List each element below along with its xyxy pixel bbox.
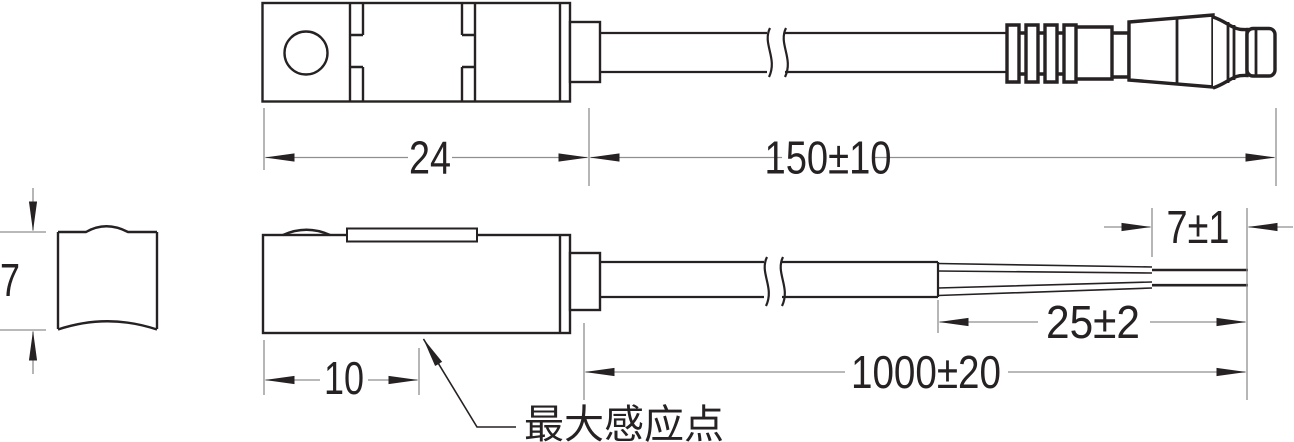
top-body-mounting-hole (283, 30, 329, 76)
bottom-view-sensor-with-leads (261, 227, 1248, 335)
bottom-body-outline (261, 233, 572, 335)
max-sensing-point-callout: 最大感应点 (422, 338, 724, 442)
lead-wires (937, 262, 1153, 297)
max-sensing-point-leader-line (422, 338, 516, 428)
dim-7-1-extension-lines (1151, 208, 1248, 400)
end-view-outline (56, 225, 159, 331)
dim-label-cable-length: 1000±20 (851, 346, 1001, 398)
dim-label-lead-length: 25±2 (1046, 296, 1140, 348)
bottom-body-label-plate (346, 227, 478, 243)
dim-label-max-sensing-offset: 10 (324, 352, 364, 404)
dim-24-extension-lines (263, 108, 590, 186)
connector-knurled-nut (1212, 15, 1249, 90)
dimension-annotations: 24 150±10 7 10 1000±20 (0, 108, 1293, 442)
bottom-cable-break-symbol (763, 256, 786, 307)
dim-1000: 1000±20 (583, 323, 1247, 400)
end-view-sensor (56, 225, 159, 331)
connector-strain-relief-ribs (1005, 23, 1131, 84)
sensing-dome (282, 228, 331, 237)
connector-tip (1245, 26, 1277, 78)
connector-plug (1005, 13, 1277, 90)
dim-25: 25±2 (937, 296, 1247, 348)
dim-7-height: 7 (0, 188, 46, 374)
bottom-cable (600, 260, 940, 299)
top-body-outline (261, 1, 572, 103)
dim-label-body-length: 24 (409, 132, 451, 184)
max-sensing-point-label: 最大感应点 (524, 403, 724, 442)
top-cable (600, 31, 1007, 74)
dim-10-extension-lines (263, 340, 420, 395)
dim-label-bare-lead-length: 7±1 (1167, 201, 1230, 253)
dim-label-connector-cable-length: 150±10 (765, 132, 892, 184)
top-body-slots (348, 3, 562, 102)
bottom-cable-boss (568, 251, 602, 312)
dim-10: 10 (263, 340, 420, 404)
dim-150: 150±10 (589, 108, 1277, 186)
bare-wire-tips (1152, 268, 1248, 287)
top-view-sensor-with-connector (261, 1, 1277, 103)
dim-7-1: 7±1 (1104, 201, 1293, 400)
top-cable-boss (568, 20, 602, 84)
connector-knurl-lines (1226, 22, 1236, 83)
dim-24: 24 (263, 108, 590, 186)
dim-label-body-height: 7 (0, 254, 20, 306)
dim-7-extension-lines (0, 231, 46, 331)
connector-housing (1127, 13, 1215, 89)
top-cable-break-symbol (766, 27, 789, 78)
